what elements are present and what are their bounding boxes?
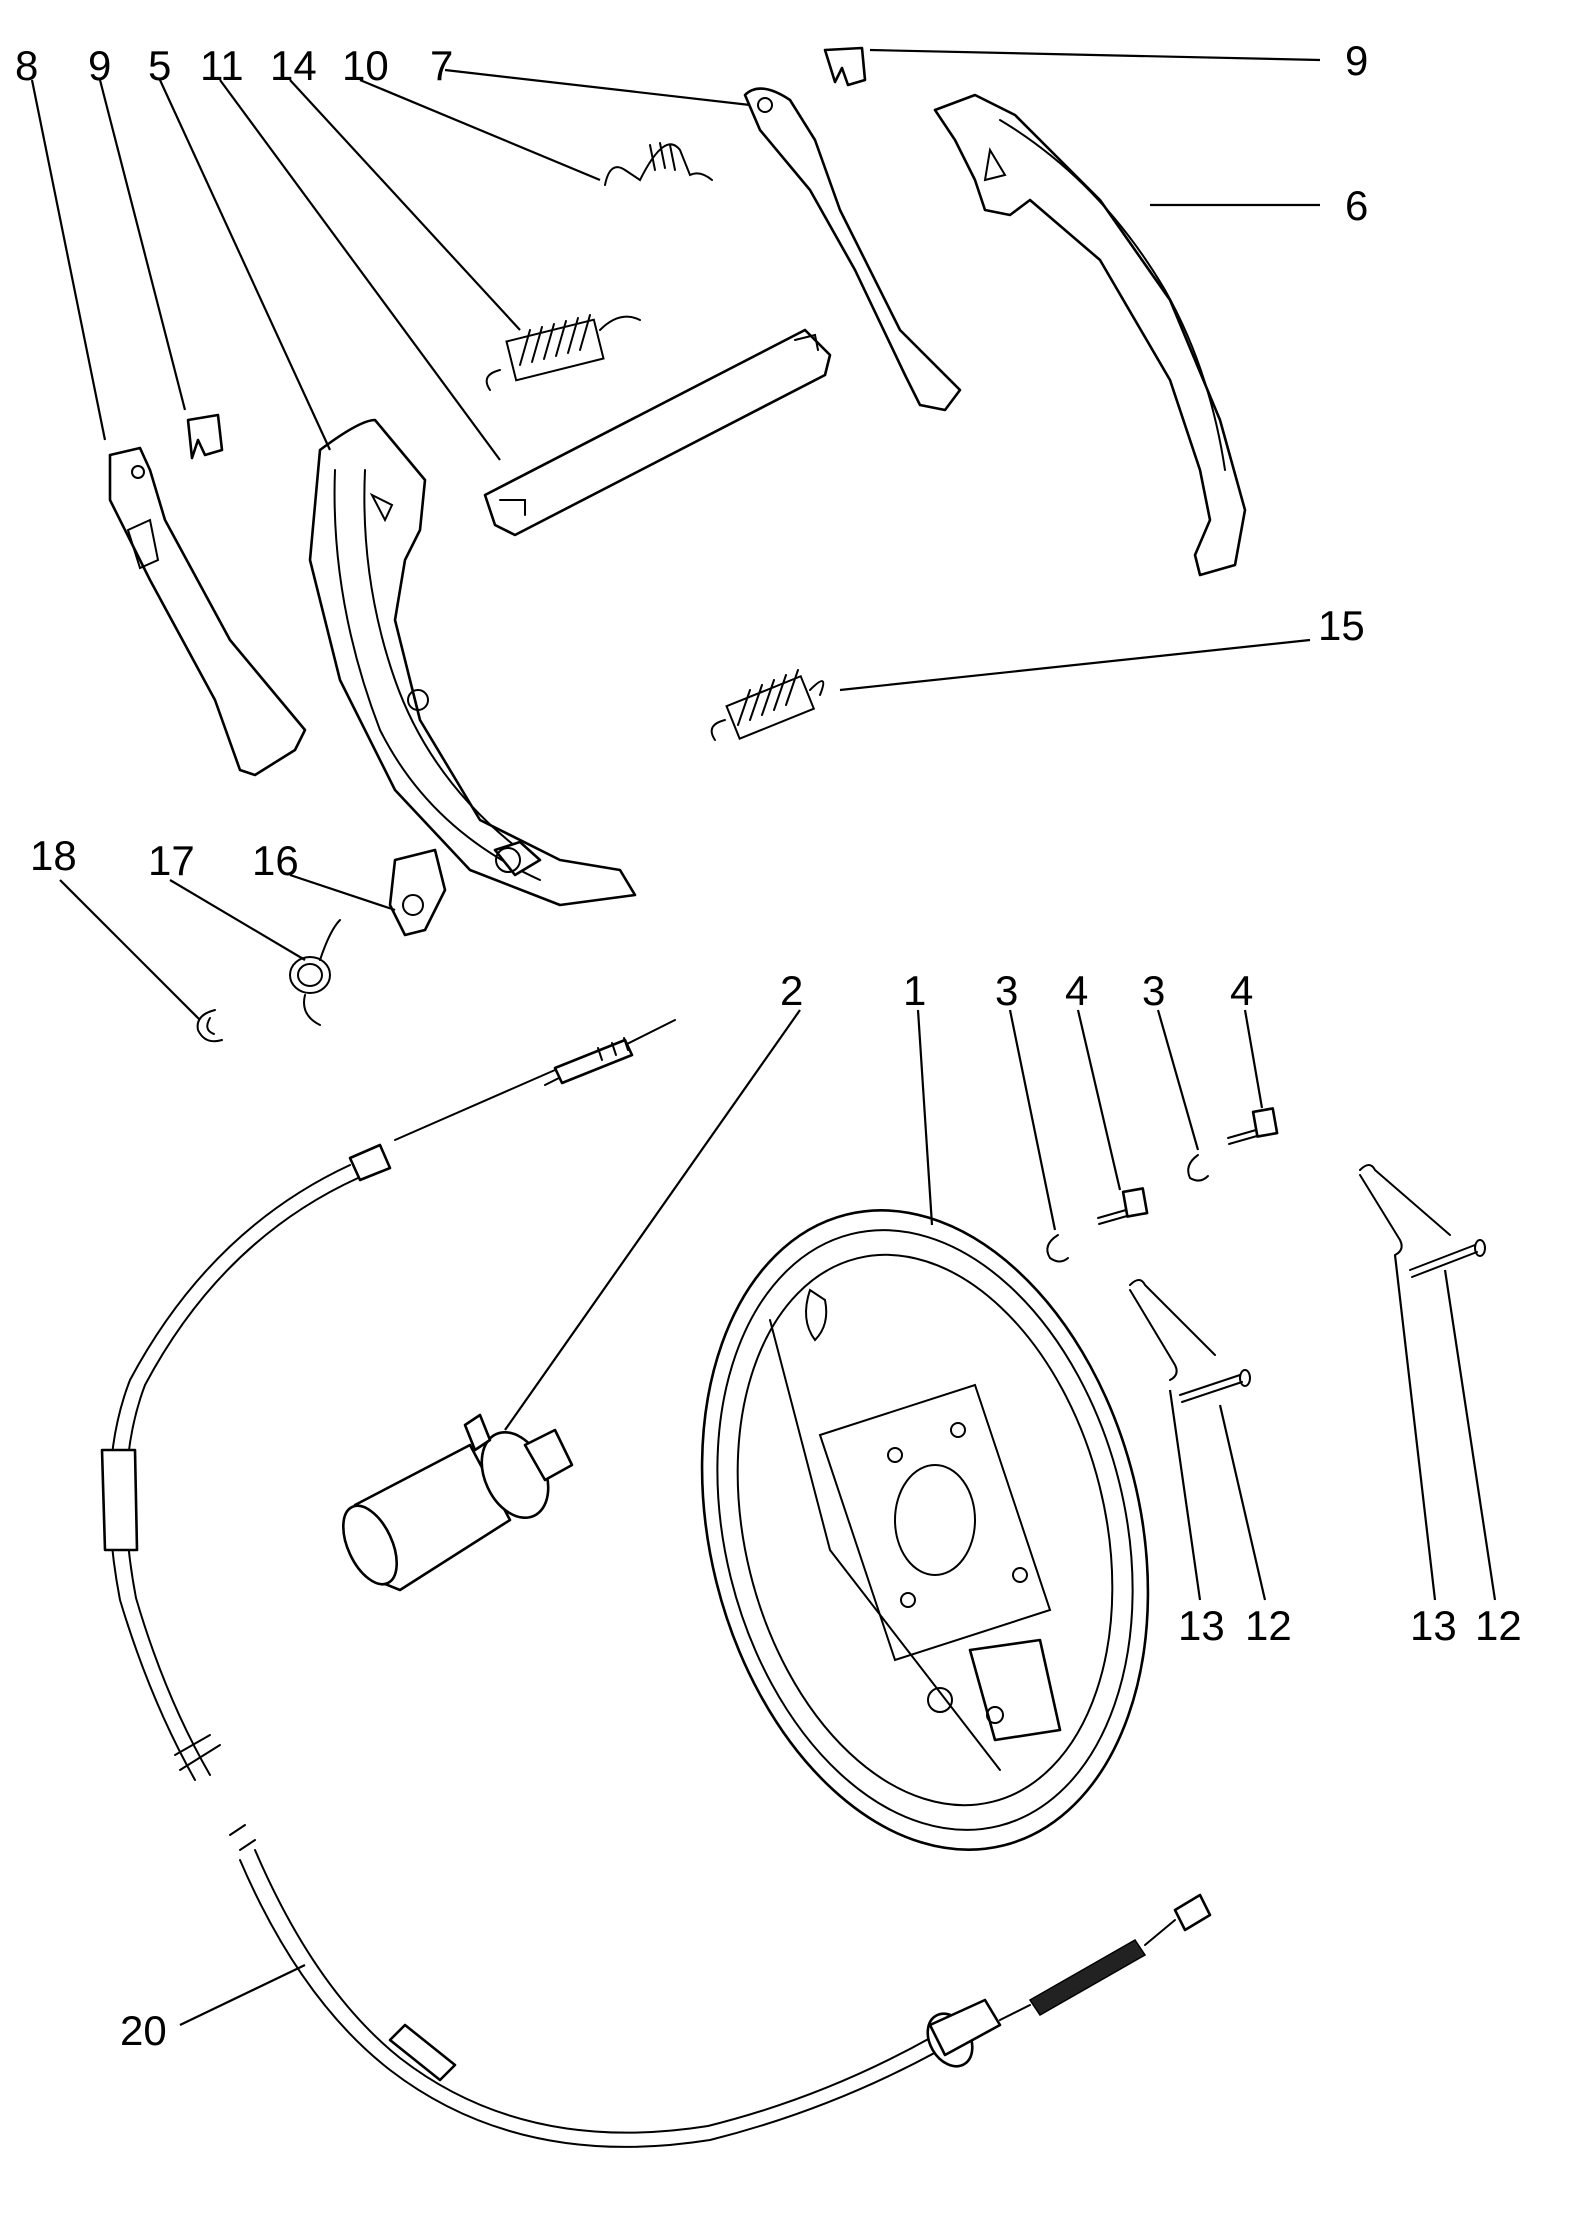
label-part-9-left: 9 [88,42,111,89]
leader-lines [30,48,1497,2026]
part-2-wheel-cylinder [342,1413,574,1592]
part-1-backing-plate [700,1209,1150,1851]
part-6-brake-shoe [933,93,1247,577]
label-part-13-b: 13 [1410,1602,1457,1649]
part-17-spring [289,919,341,1026]
label-part-7: 7 [430,42,453,89]
label-part-11: 11 [200,42,244,89]
part-9-clip-left [186,413,224,460]
label-part-1: 1 [903,967,926,1014]
part-5-brake-shoe [308,418,637,907]
part-3-clip-b [1187,1154,1209,1182]
part-18-clip [196,1009,223,1043]
label-part-14: 14 [270,42,317,89]
part-13-spring-b [1359,1164,1451,1256]
label-part-6: 6 [1345,182,1368,229]
label-part-15: 15 [1318,602,1365,649]
label-part-12-a: 12 [1245,1602,1292,1649]
callout-labels: 8 9 5 11 14 10 7 9 6 15 18 17 16 2 1 3 4… [15,37,1522,2054]
part-4-bolt-a [1097,1187,1149,1225]
part-13-spring-a [1129,1279,1216,1381]
part-20-cable [100,1019,1212,2148]
label-part-8: 8 [15,42,38,89]
label-part-4-a: 4 [1065,967,1088,1014]
part-8-lever [108,446,307,777]
part-11-strut [483,328,832,537]
label-part-17: 17 [148,837,195,884]
part-14-spring [485,314,641,391]
part-12-pin-b [1409,1239,1486,1278]
label-part-3-b: 3 [1142,967,1165,1014]
part-16-plate [388,848,447,937]
label-part-2: 2 [780,967,803,1014]
label-part-16: 16 [252,837,299,884]
label-part-3-a: 3 [995,967,1018,1014]
label-part-5: 5 [148,42,171,89]
label-part-10: 10 [342,42,389,89]
label-part-9-top: 9 [1345,37,1368,84]
part-3-clip-a [1046,1234,1069,1263]
part-4-bolt-b [1227,1107,1279,1145]
label-part-20: 20 [120,2007,167,2054]
label-part-13-a: 13 [1178,1602,1225,1649]
part-15-spring [710,669,825,741]
label-part-12-b: 12 [1475,1602,1522,1649]
part-10-spring [604,142,713,186]
part-7-lever [743,87,962,412]
part-9-clip-top [823,46,867,87]
label-part-18: 18 [30,832,77,879]
label-part-4-b: 4 [1230,967,1253,1014]
part-12-pin-a [1179,1369,1251,1403]
